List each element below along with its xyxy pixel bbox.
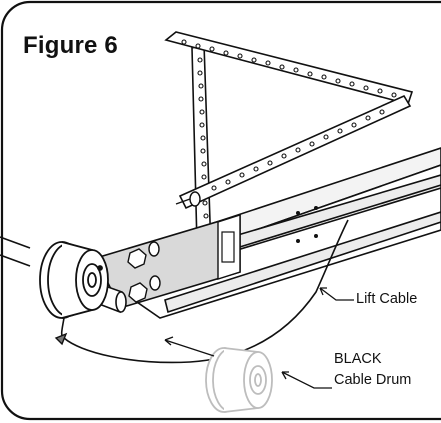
black-cable-drum-ghost	[205, 347, 273, 413]
drum-color-label: BLACK	[334, 351, 382, 367]
install-direction-arrow	[164, 336, 215, 357]
bracket-bolts	[127, 241, 161, 303]
installed-cable-drum	[39, 241, 109, 319]
junction-bolt	[175, 191, 201, 207]
figure-title: Figure 6	[23, 32, 118, 59]
diagonal-brace-holes	[211, 109, 385, 191]
lift-cable-label: Lift Cable	[356, 291, 418, 307]
drum-rotation-arrow	[54, 332, 68, 346]
lift-cable-leader	[319, 287, 354, 301]
cable-drum-leader	[281, 371, 332, 389]
top-angle-holes	[181, 39, 397, 98]
cable-drum-label: Cable Drum	[334, 372, 412, 388]
track-rivets	[296, 206, 318, 243]
